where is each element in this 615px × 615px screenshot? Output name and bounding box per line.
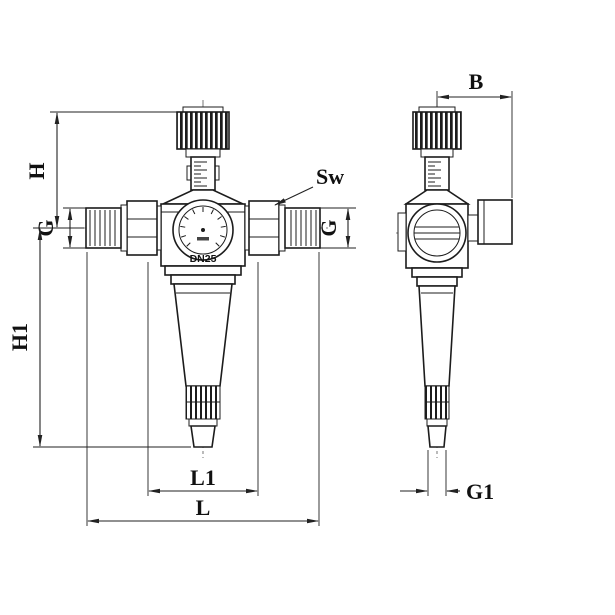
front-view: DN25 bbox=[85, 106, 321, 448]
side-port-stub bbox=[397, 212, 407, 252]
dn-marking: DN25 bbox=[190, 253, 217, 265]
dim-label-h1: H1 bbox=[7, 323, 32, 351]
drain-spout bbox=[190, 425, 216, 448]
dim-label-g1: G1 bbox=[466, 479, 494, 504]
dimension-h1: H1 bbox=[7, 228, 191, 448]
handle-neck bbox=[467, 214, 479, 242]
filter-bowl bbox=[173, 283, 233, 387]
dim-label-h: H bbox=[24, 162, 49, 179]
knob-step bbox=[185, 148, 221, 158]
dim-label-g-left: G bbox=[33, 219, 58, 236]
tailpiece-left bbox=[120, 204, 128, 252]
side-bowl-flange-lower bbox=[416, 276, 458, 287]
union-nut-left bbox=[126, 200, 158, 256]
dimension-l1: L1 bbox=[147, 262, 259, 496]
filter-screen bbox=[185, 385, 221, 420]
gauge-ticks bbox=[180, 207, 226, 247]
side-bowl-flange-upper bbox=[411, 267, 463, 278]
spout-step bbox=[188, 418, 218, 427]
dimension-g1: G1 bbox=[400, 450, 494, 504]
side-spring-bonnet bbox=[403, 189, 471, 205]
dim-label-b: B bbox=[469, 69, 484, 94]
tailpiece-right bbox=[278, 204, 286, 252]
side-knob-step bbox=[420, 148, 454, 158]
dimension-l: L bbox=[86, 252, 320, 526]
dimension-h: H bbox=[24, 111, 177, 229]
side-filter-screen bbox=[424, 385, 450, 420]
side-view bbox=[397, 106, 513, 448]
side-adjustment-knob bbox=[412, 111, 462, 150]
dim-label-g-right: G bbox=[316, 219, 341, 236]
dimension-b: B bbox=[436, 69, 513, 198]
threaded-pipe-left bbox=[85, 207, 122, 249]
dimension-sw: Sw bbox=[274, 164, 344, 206]
gauge-hub bbox=[201, 228, 205, 232]
side-setting-scale bbox=[424, 156, 450, 191]
side-port-opening bbox=[407, 203, 467, 263]
bowl-flange-upper bbox=[164, 265, 242, 276]
setting-scale bbox=[186, 156, 220, 191]
gauge-brand-mark bbox=[197, 237, 209, 241]
union-nut-right bbox=[248, 200, 280, 256]
side-handle-knob bbox=[477, 199, 513, 245]
side-filter-bowl bbox=[418, 285, 456, 387]
side-drain-spout bbox=[427, 425, 447, 448]
threaded-pipe-right bbox=[284, 207, 321, 249]
bowl-flange-lower bbox=[170, 274, 236, 285]
dim-label-l1: L1 bbox=[190, 465, 216, 490]
dim-label-sw: Sw bbox=[316, 164, 344, 189]
dim-label-l: L bbox=[196, 495, 211, 520]
dimension-g-right: G bbox=[316, 207, 356, 249]
adjustment-knob bbox=[176, 111, 230, 150]
pressure-gauge bbox=[172, 199, 234, 261]
side-spout-step bbox=[426, 418, 448, 427]
